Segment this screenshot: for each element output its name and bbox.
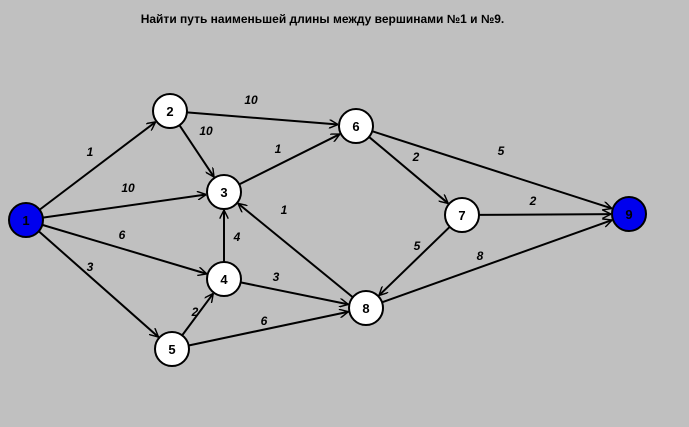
node-label-6: 6	[352, 119, 359, 134]
node-label-8: 8	[362, 301, 369, 316]
edge-weight-6-7: 2	[412, 150, 420, 164]
node-label-1: 1	[22, 213, 29, 228]
node-4: 4	[206, 261, 242, 297]
node-label-2: 2	[166, 104, 173, 119]
edge-4-8	[240, 281, 349, 304]
edge-weight-1-4: 6	[119, 228, 126, 242]
node-1: 1	[8, 202, 44, 238]
node-circle-5	[154, 331, 190, 367]
edge-1-2	[38, 122, 156, 211]
edge-7-8	[379, 226, 451, 296]
node-label-4: 4	[220, 272, 228, 287]
edge-weight-5-8: 6	[261, 314, 268, 328]
edge-6-9	[371, 130, 612, 208]
edge-weight-1-3: 10	[121, 181, 135, 195]
node-5: 5	[154, 331, 190, 367]
node-circle-8	[348, 290, 384, 326]
edge-2-6	[186, 111, 338, 124]
edge-weight-3-6: 1	[275, 142, 282, 156]
edge-8-3	[238, 203, 354, 299]
node-circle-4	[206, 261, 242, 297]
edge-weight-7-8: 5	[414, 239, 421, 253]
edge-1-3	[42, 195, 206, 219]
node-circle-9	[611, 196, 647, 232]
edge-weight-8-3: 1	[281, 203, 288, 217]
node-8: 8	[348, 290, 384, 326]
edge-5-4	[181, 293, 213, 336]
edge-weight-1-2: 1	[87, 145, 94, 159]
node-circle-1	[8, 202, 44, 238]
edge-1-5	[38, 230, 159, 337]
node-2: 2	[152, 93, 188, 129]
edge-weight-7-9: 2	[529, 194, 537, 208]
edge-weight-5-4: 2	[191, 305, 199, 319]
edge-weight-6-9: 5	[498, 144, 505, 158]
node-6: 6	[338, 108, 374, 144]
edge-3-6	[238, 133, 340, 186]
node-circle-7	[444, 197, 480, 233]
node-circle-6	[338, 108, 374, 144]
edge-weight-4-8: 3	[273, 270, 280, 284]
edge-1-4	[42, 223, 206, 274]
edge-weight-2-3: 10	[199, 124, 213, 138]
node-label-3: 3	[220, 185, 227, 200]
node-label-5: 5	[168, 342, 175, 357]
edge-6-7	[368, 136, 448, 203]
node-label-7: 7	[458, 208, 465, 223]
edge-weight-4-3: 4	[233, 230, 241, 244]
node-circle-3	[206, 174, 242, 210]
edge-5-8	[188, 312, 349, 347]
node-label-9: 9	[625, 207, 632, 222]
edge-7-9	[478, 214, 611, 215]
edge-weight-8-9: 8	[477, 249, 484, 263]
node-circle-2	[152, 93, 188, 129]
edge-8-9	[381, 220, 612, 304]
node-7: 7	[444, 197, 480, 233]
task-title: Найти путь наименьшей длины между вершин…	[140, 12, 505, 26]
edge-2-3	[178, 124, 214, 177]
edge-weight-2-6: 10	[244, 93, 258, 107]
node-9: 9	[611, 196, 647, 232]
edge-weight-1-5: 3	[87, 260, 94, 274]
node-3: 3	[206, 174, 242, 210]
